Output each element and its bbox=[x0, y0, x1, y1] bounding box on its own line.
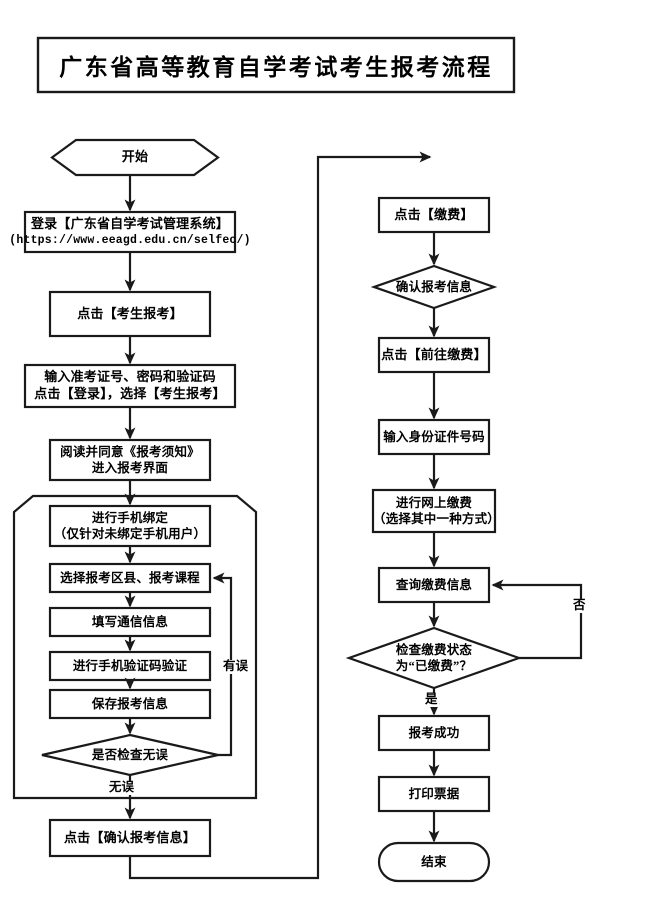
edge-label-error: 有误 bbox=[222, 659, 250, 674]
node-login-label: 登录【广东省自学考试管理系统】 bbox=[30, 215, 229, 231]
node-goto-pay-label: 点击【前往缴费】 bbox=[381, 346, 487, 362]
title-frame bbox=[36, 36, 516, 94]
node-confirm-info-label: 点击【确认报考信息】 bbox=[63, 829, 196, 845]
node-apply-success bbox=[377, 714, 491, 752]
node-fill-contact-label: 填写通信信息 bbox=[91, 615, 169, 629]
node-click-pay-label: 点击【缴费】 bbox=[394, 206, 474, 222]
node-end bbox=[377, 841, 491, 883]
node-click-apply-label: 点击【考生报考】 bbox=[77, 305, 183, 321]
page-title: 广东省高等教育自学考试考生报考流程 bbox=[59, 55, 493, 80]
node-fill-contact bbox=[48, 606, 212, 638]
node-start bbox=[50, 138, 220, 177]
node-read-notice bbox=[48, 438, 212, 482]
node-print-receipt-label: 打印票据 bbox=[408, 787, 460, 801]
node-confirm-exam-info-label: 确认报考信息 bbox=[395, 280, 473, 294]
node-save-info bbox=[48, 688, 212, 720]
node-query-payment-label: 查询缴费信息 bbox=[395, 578, 473, 592]
node-check-pay-status-label: 检查缴费状态 为“已缴费”？ bbox=[395, 643, 473, 673]
node-online-pay bbox=[371, 488, 497, 534]
node-goto-pay bbox=[377, 336, 491, 374]
node-phone-binding-label: 进行手机绑定 （仅针对未绑定手机用户） bbox=[53, 511, 207, 541]
edge-no-loop bbox=[491, 579, 583, 660]
edge-confirm-to-pay bbox=[128, 151, 432, 880]
node-end-label: 结束 bbox=[421, 855, 447, 869]
node-phone-binding bbox=[48, 504, 212, 548]
node-sms-verify-label: 进行手机验证码验证 bbox=[72, 659, 188, 673]
node-choose-district-label: 选择报考区县、报考课程 bbox=[60, 571, 200, 585]
node-print-receipt bbox=[377, 775, 491, 813]
node-query-payment bbox=[377, 566, 491, 604]
node-choose-district bbox=[48, 562, 212, 594]
edge-label-no-error: 无误 bbox=[108, 780, 136, 795]
edge-label-no: 否 bbox=[572, 598, 587, 613]
edge-label-yes: 是 bbox=[424, 692, 439, 707]
node-apply-success-label: 报考成功 bbox=[408, 726, 460, 740]
node-input-credentials-label: 输入准考证号、密码和验证码 点击【登录】，选择【考生报考】 bbox=[34, 369, 226, 401]
node-input-id-label: 输入身份证件号码 bbox=[383, 430, 485, 444]
node-input-credentials bbox=[23, 363, 237, 409]
node-save-info-label: 保存报考信息 bbox=[91, 697, 169, 711]
node-online-pay-label: 进行网上缴费 （选择其中一种方式） bbox=[373, 496, 501, 526]
node-read-notice-label: 阅读并同意《报考须知》 进入报考界面 bbox=[60, 445, 200, 475]
node-sms-verify bbox=[48, 650, 212, 682]
node-login-url: (https://www.eeagd.edu.cn/selfec/) bbox=[9, 233, 251, 247]
node-start-label: 开始 bbox=[121, 149, 149, 165]
node-check-correct-label: 是否检查无误 bbox=[91, 748, 169, 762]
